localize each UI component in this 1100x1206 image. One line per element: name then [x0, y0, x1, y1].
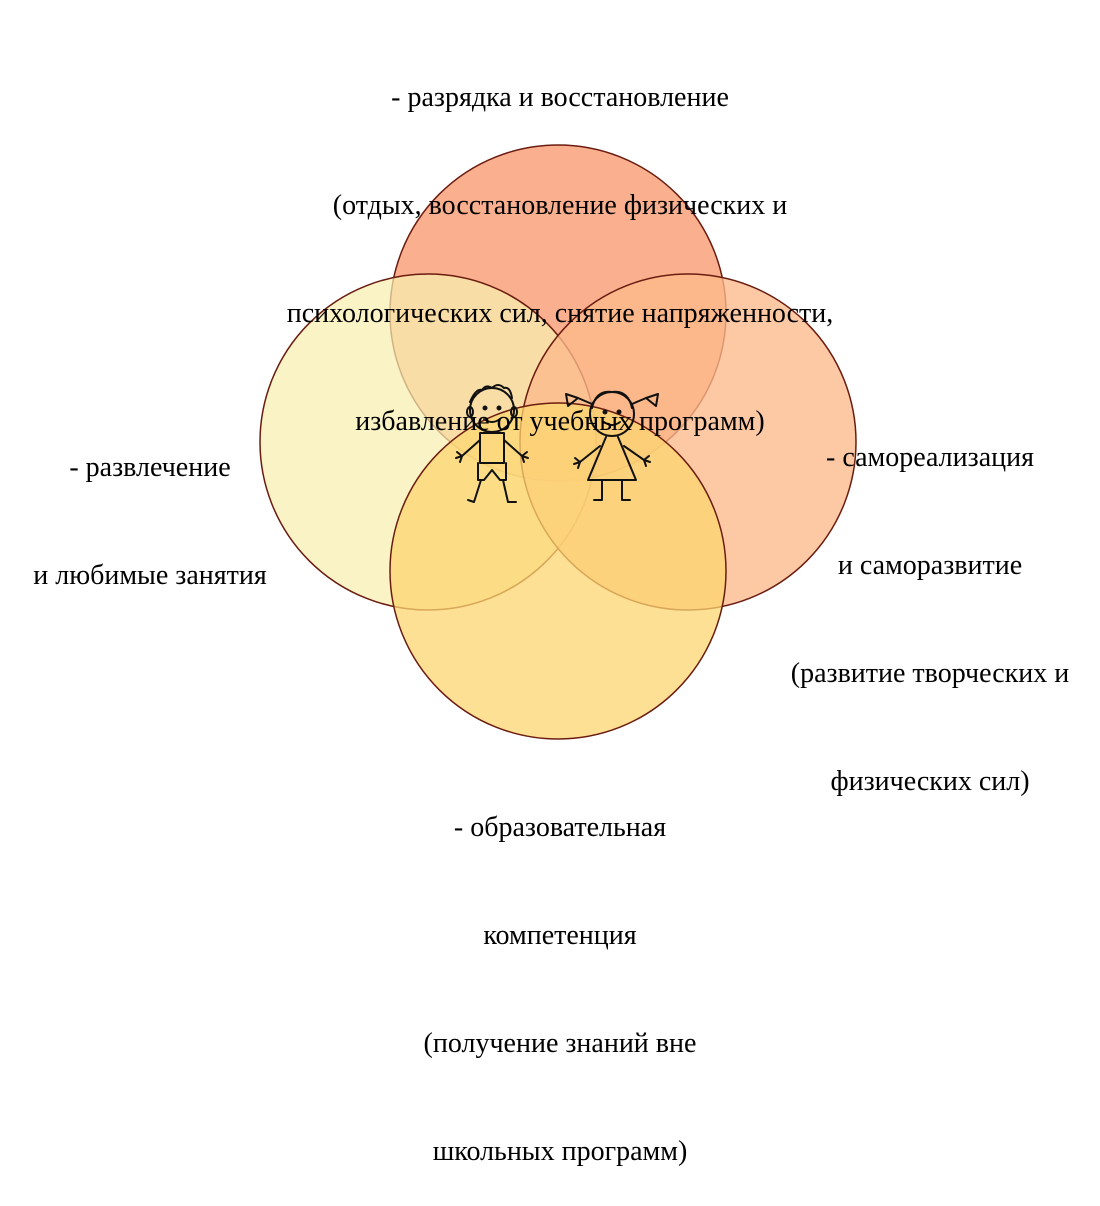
girl-figure	[565, 390, 659, 501]
children-illustration	[455, 384, 659, 503]
boy-figure	[455, 384, 529, 503]
label-left: - развлечение и любимые занятия	[0, 378, 300, 630]
label-bottom-line: школьных программ)	[432, 1136, 688, 1167]
label-right-line: (развитие творческих и	[790, 658, 1070, 689]
venn-diagram	[259, 144, 857, 740]
circle-bottom	[389, 402, 727, 740]
label-top-line: (отдых, восстановление физических и	[332, 190, 788, 221]
label-right-line: - самореализация	[826, 442, 1034, 473]
label-right-line: и саморазвитие	[837, 550, 1023, 581]
label-top: - разрядка и восстановление (отдых, восс…	[250, 8, 870, 476]
label-right: - самореализация и саморазвитие (развити…	[760, 368, 1100, 836]
label-bottom-line: компетенция	[483, 920, 637, 951]
label-top-line: избавление от учебных программ)	[355, 406, 765, 437]
label-top-line: психологических сил, снятие напряженност…	[286, 298, 834, 329]
label-bottom-line: (получение знаний вне	[423, 1028, 697, 1059]
label-right-line: физических сил)	[830, 766, 1030, 797]
label-bottom-line: - образовательная	[453, 812, 667, 843]
label-top-line: - разрядка и восстановление	[391, 82, 729, 113]
label-bottom: - образовательная компетенция (получение…	[360, 738, 760, 1206]
label-left-line: и любимые занятия	[33, 560, 267, 591]
label-left-line: - развлечение	[69, 452, 231, 483]
